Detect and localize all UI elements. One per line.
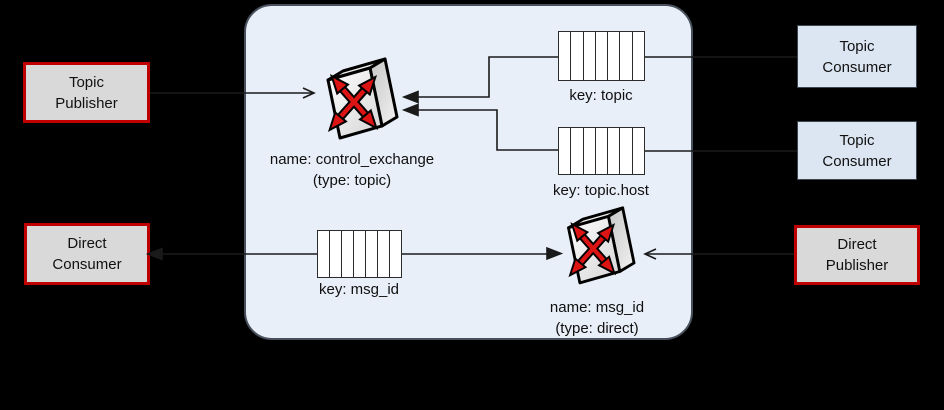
queue-cell <box>330 231 342 277</box>
queue-topic-host-key-label: key: topic.host <box>553 182 649 199</box>
queue-cell <box>354 231 366 277</box>
msg-id-exchange-label: name: msg_id (type: direct) <box>549 299 645 337</box>
queue-cell <box>571 32 584 80</box>
control-exchange-label: name: control_exchange (type: topic) <box>269 151 435 189</box>
queue-cell <box>378 231 390 277</box>
topic-consumer-box-1: Topic Consumer <box>797 25 917 88</box>
queue-cell <box>584 32 596 80</box>
queue-cell <box>571 128 584 174</box>
queue-cell <box>633 128 644 174</box>
queue-icon-topic <box>558 31 645 81</box>
queue-cell <box>633 32 644 80</box>
direct-publisher-box: Direct Publisher <box>794 225 920 285</box>
queue-cell <box>620 32 633 80</box>
queue-cell <box>366 231 378 277</box>
direct-consumer-box: Direct Consumer <box>24 223 150 285</box>
queue-icon-msg-id <box>317 230 402 278</box>
queue-cell <box>342 231 354 277</box>
queue-cell <box>559 128 572 174</box>
queue-cell <box>596 128 609 174</box>
queue-topic-key-label: key: topic <box>569 87 633 104</box>
queue-cell <box>608 128 621 174</box>
topic-publisher-box: Topic Publisher <box>23 62 150 123</box>
queue-cell <box>559 32 572 80</box>
topic-consumer-box-2: Topic Consumer <box>797 121 917 180</box>
queue-cell <box>620 128 633 174</box>
queue-icon-topic-host <box>558 127 645 175</box>
queue-cell <box>584 128 596 174</box>
queue-cell <box>608 32 621 80</box>
queue-cell <box>390 231 401 277</box>
queue-msg-id-key-label: key: msg_id <box>318 281 400 298</box>
queue-cell <box>596 32 609 80</box>
queue-cell <box>318 231 330 277</box>
